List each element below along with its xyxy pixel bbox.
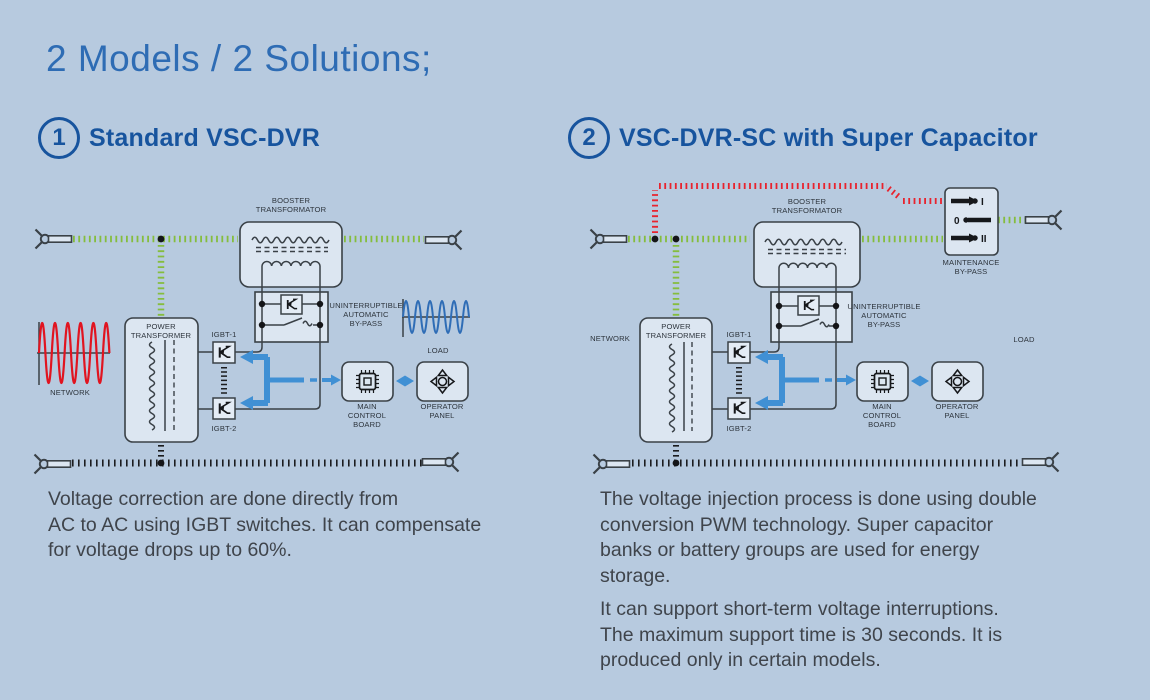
booster-transformer-box (239, 221, 343, 288)
igbt1-box (727, 341, 751, 364)
inverter-arrows (755, 350, 929, 410)
ground-line-black (632, 445, 1022, 467)
disconnector-switch-icon (589, 228, 628, 250)
automatic-bypass-box (235, 266, 329, 410)
disconnector-switch-icon (421, 451, 460, 473)
main-control-board-label: MAIN CONTROL BOARD (862, 402, 902, 430)
igbt2-box (727, 397, 751, 420)
igbt2-label: IGBT-2 (211, 424, 237, 433)
inverter-arrows (240, 350, 414, 410)
igbt2-box (212, 397, 236, 420)
grid-line-green (73, 235, 424, 316)
main-control-board-box (341, 361, 394, 402)
grid-line-green (628, 216, 1025, 316)
model2-header: 2 VSC-DVR-SC with Super Capacitor (568, 117, 1038, 159)
network-label: NETWORK (50, 388, 90, 397)
operator-panel-box (931, 361, 984, 402)
booster-transformer-box (753, 221, 861, 288)
automatic-bypass-box (750, 268, 853, 410)
switch-position-0: 0 (954, 216, 960, 227)
main-control-board-box (856, 361, 909, 402)
main-control-board-label: MAIN CONTROL BOARD (347, 402, 387, 430)
booster-transformer-label: BOOSTER TRANSFORMATOR (255, 196, 327, 215)
transformer-igbt-wires (712, 351, 728, 410)
load-label: LOAD (427, 346, 449, 355)
disconnector-switch-icon (1024, 209, 1063, 231)
model2-heading: VSC-DVR-SC with Super Capacitor (619, 123, 1038, 152)
automatic-bypass-label: UNINTERRUPTIBLE AUTOMATIC BY-PASS (329, 301, 403, 329)
super-capacitor-line-red (652, 183, 942, 233)
igbt2-label: IGBT-2 (726, 424, 752, 433)
power-transformer-box (639, 317, 713, 443)
junction-dot (651, 235, 659, 243)
disconnector-switch-icon (1021, 451, 1060, 473)
load-sine-wave (402, 299, 470, 337)
model1-number-badge: 1 (38, 117, 80, 159)
operator-panel-box (416, 361, 469, 402)
disconnector-switch-icon (33, 453, 72, 475)
junction-dot (672, 235, 680, 243)
network-sine-wave (37, 321, 111, 385)
transformer-igbt-wires (198, 351, 213, 410)
model2-number-badge: 2 (568, 117, 610, 159)
maintenance-bypass-label: MAINTENANCE BY-PASS (942, 258, 1000, 277)
igbt1-label: IGBT-1 (726, 330, 752, 339)
model2-description-1: The voltage injection process is done us… (600, 488, 1037, 587)
ground-line-black (72, 445, 423, 467)
model2-number: 2 (582, 124, 596, 151)
power-transformer-label: POWER TRANSFORMER (130, 322, 192, 341)
disconnector-switch-icon (592, 453, 631, 475)
model1-number: 1 (52, 124, 66, 151)
switch-position-2: II (981, 234, 987, 245)
model1-heading: Standard VSC-DVR (89, 123, 321, 152)
igbt1-box (212, 341, 236, 364)
switch-position-1: I (981, 197, 984, 208)
page-title: 2 Models / 2 Solutions; (46, 38, 432, 79)
load-label: LOAD (1013, 335, 1035, 344)
disconnector-switch-icon (424, 229, 463, 251)
maintenance-bypass-box: I 0 II (944, 187, 999, 256)
power-transformer-label: POWER TRANSFORMER (645, 322, 707, 341)
disconnector-switch-icon (34, 228, 73, 250)
junction-dot (157, 459, 165, 467)
model1-description: Voltage correction are done directly fro… (48, 488, 482, 561)
model1-diagram (33, 221, 470, 475)
model2-diagram: I 0 II (589, 183, 1063, 475)
operator-panel-label: OPERATOR PANEL (935, 402, 979, 421)
booster-transformer-label: BOOSTER TRANSFORMATOR (771, 197, 843, 216)
operator-panel-label: OPERATOR PANEL (420, 402, 464, 421)
igbt1-label: IGBT-1 (211, 330, 237, 339)
junction-dot (157, 235, 165, 243)
model2-description-2: It can support short-term voltage interr… (600, 598, 1003, 671)
network-label: NETWORK (590, 334, 630, 343)
model1-header: 1 Standard VSC-DVR (38, 117, 320, 159)
automatic-bypass-label: UNINTERRUPTIBLE AUTOMATIC BY-PASS (847, 302, 921, 330)
junction-dot (672, 459, 680, 467)
power-transformer-box (124, 317, 199, 443)
